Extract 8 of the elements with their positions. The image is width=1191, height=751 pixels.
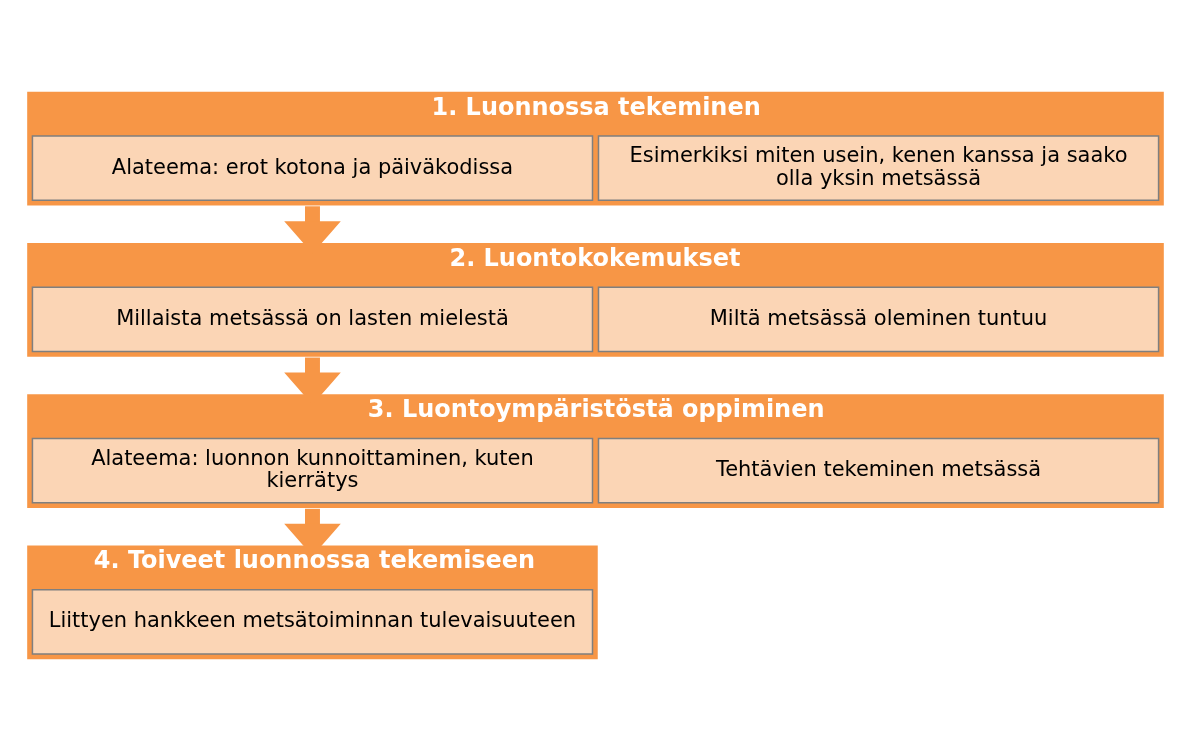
- arrow: [284, 508, 341, 557]
- node-box: Tehtävien tekeminen metsässä: [597, 437, 1160, 504]
- node-box: Alateema: erot kotona ja päiväkodissa: [31, 135, 594, 202]
- node-box: Liittyen hankkeen metsätoiminnan tulevaisuuteen: [31, 588, 594, 655]
- node-box: Esimerkiksi miten usein, kenen kanssa ja saako olla yksin metsässä: [597, 135, 1160, 202]
- node-box: Millaista metsässä on lasten mielestä: [31, 286, 594, 353]
- node-box: Alateema: luonnon kunnoittaminen, kuten kierrätys: [31, 437, 594, 504]
- node-box: Miltä metsässä oleminen tuntuu: [597, 286, 1160, 353]
